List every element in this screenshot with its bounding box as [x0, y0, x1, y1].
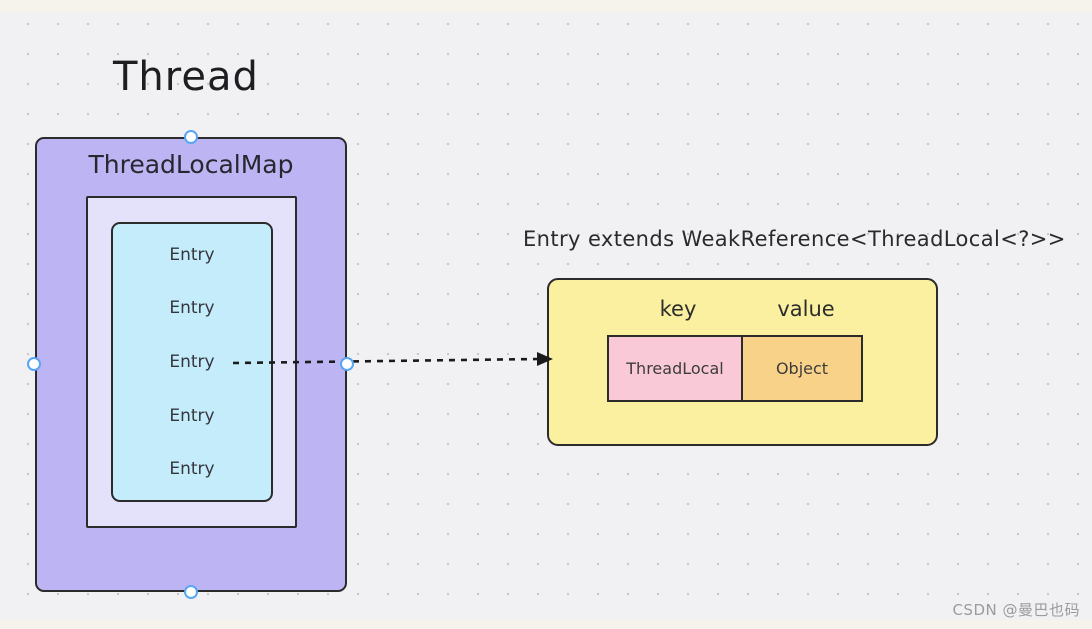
resize-handle-bottom[interactable] [184, 585, 198, 599]
threadlocalmap-box[interactable]: ThreadLocalMap Entry Entry Entry Entry E… [35, 137, 347, 592]
entry-to-detail-arrow[interactable] [225, 345, 565, 377]
entry-extends-caption: Entry extends WeakReference<ThreadLocal<… [523, 227, 1066, 251]
resize-handle-right[interactable] [340, 357, 354, 371]
thread-title: Thread [113, 54, 259, 100]
threadlocalmap-label: ThreadLocalMap [88, 150, 294, 179]
csdn-watermark: CSDN @曼巴也码 [952, 601, 1080, 619]
top-edge-strip [0, 0, 1092, 12]
key-type-box[interactable]: ThreadLocal [607, 335, 743, 402]
resize-handle-left[interactable] [27, 357, 41, 371]
entry-detail-box[interactable]: key value ThreadLocal Object [547, 278, 938, 446]
entry-item: Entry [169, 244, 215, 265]
entry-item: Entry [169, 351, 215, 372]
entry-item: Entry [169, 459, 215, 480]
value-type-box[interactable]: Object [741, 335, 863, 402]
value-label: value [777, 297, 835, 321]
key-value-row: ThreadLocal Object [607, 335, 863, 402]
entry-list-box[interactable]: Entry Entry Entry Entry Entry [111, 222, 273, 502]
key-label: key [659, 297, 697, 321]
entry-item: Entry [169, 405, 215, 426]
bottom-edge-strip [0, 620, 1092, 629]
entry-item: Entry [169, 298, 215, 319]
resize-handle-top[interactable] [184, 130, 198, 144]
